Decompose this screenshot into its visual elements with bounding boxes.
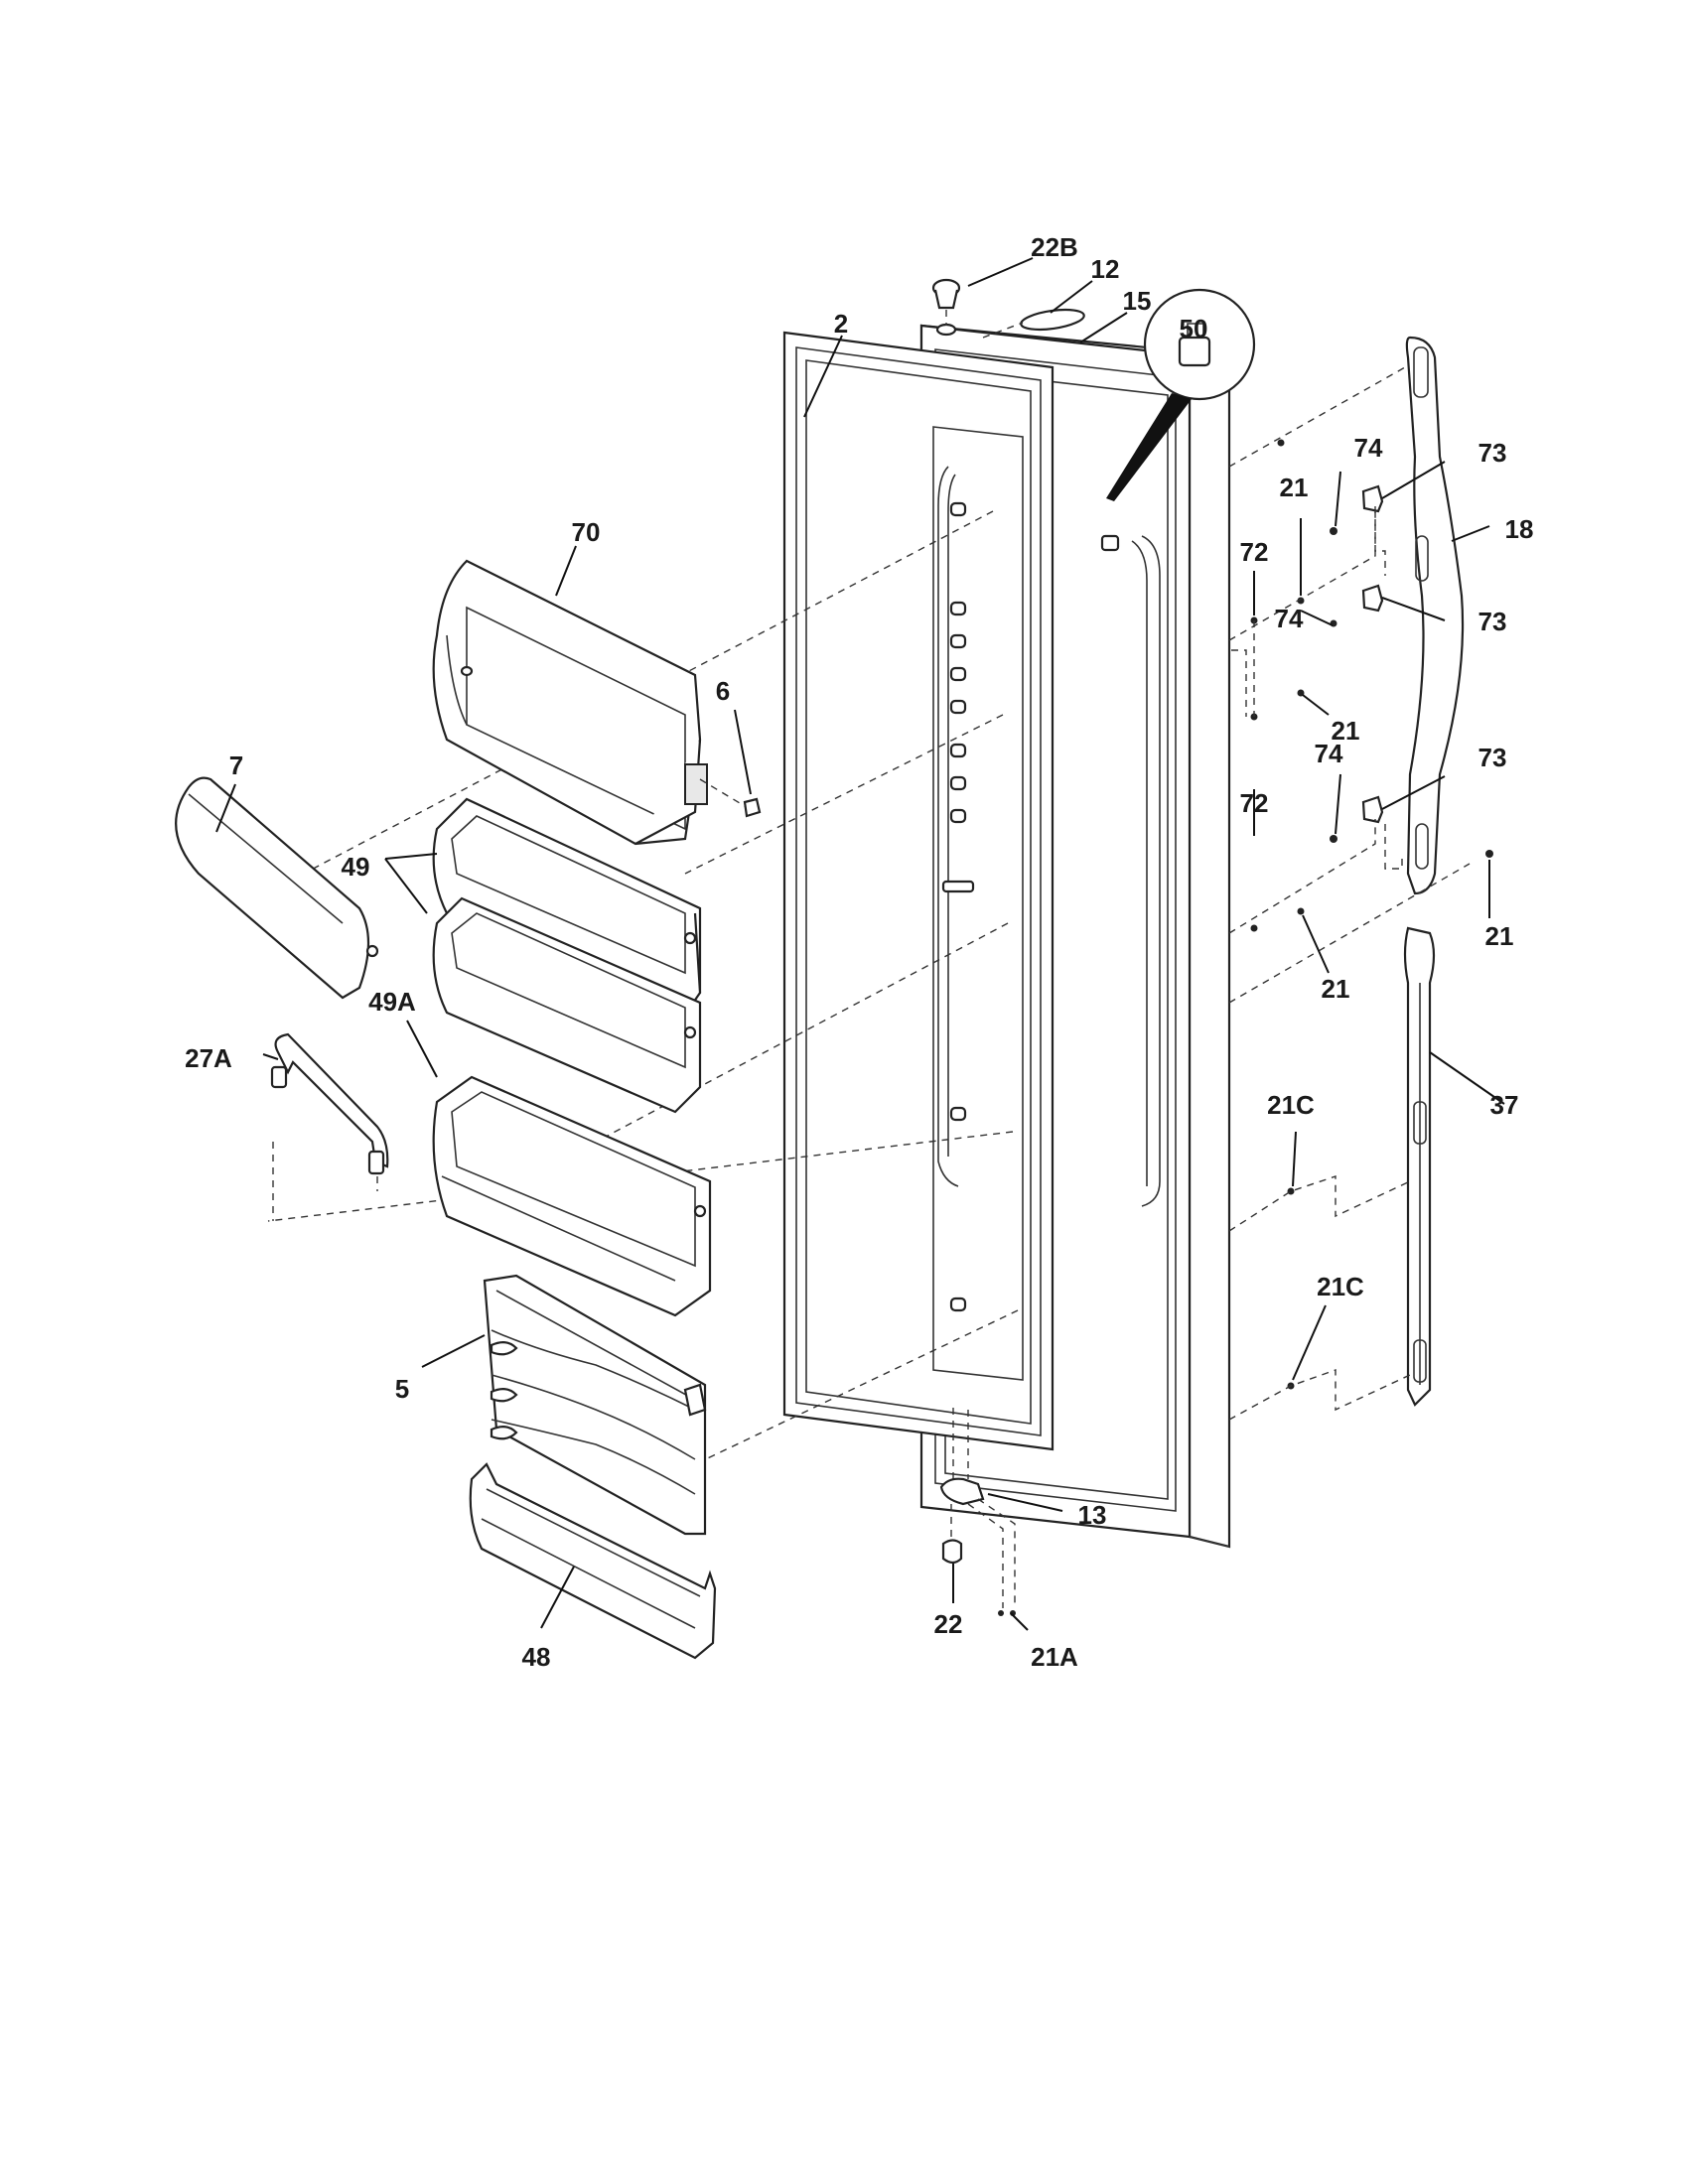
door-handle-18 bbox=[1405, 336, 1465, 895]
detail-callout-50 bbox=[1100, 288, 1256, 552]
label-5: 5 bbox=[395, 1374, 409, 1404]
clip-6 bbox=[699, 778, 762, 818]
label-21c-top: 21C bbox=[1267, 1090, 1315, 1120]
label-74-top: 74 bbox=[1354, 433, 1383, 463]
bottle-rack-5 bbox=[483, 1274, 707, 1536]
part-labels: 22B 12 15 2 50 70 6 7 49 27A 49A 5 48 13… bbox=[185, 232, 1533, 1672]
label-48: 48 bbox=[522, 1642, 551, 1672]
label-6: 6 bbox=[716, 676, 730, 706]
bottom-bin-48 bbox=[469, 1462, 717, 1660]
label-13: 13 bbox=[1078, 1500, 1107, 1530]
dairy-compartment-70 bbox=[432, 559, 708, 846]
door-gasket-liner bbox=[782, 331, 1055, 1451]
bottom-hinge-parts bbox=[939, 1408, 1016, 1608]
label-70: 70 bbox=[572, 517, 601, 547]
dairy-door-7 bbox=[175, 776, 379, 1000]
label-12: 12 bbox=[1091, 254, 1120, 284]
handle-clips-73 bbox=[1361, 484, 1384, 824]
label-21-top: 21 bbox=[1280, 473, 1309, 502]
label-27a: 27A bbox=[185, 1043, 232, 1073]
mounting-dash-lines bbox=[1228, 366, 1471, 1421]
label-37: 37 bbox=[1490, 1090, 1519, 1120]
label-73-mid: 73 bbox=[1478, 607, 1507, 636]
label-7: 7 bbox=[229, 751, 243, 780]
label-22: 22 bbox=[934, 1609, 963, 1639]
label-21c-bot: 21C bbox=[1317, 1272, 1364, 1301]
label-74-bot: 74 bbox=[1315, 739, 1343, 768]
label-73-bot: 73 bbox=[1478, 743, 1507, 772]
bracket-27a bbox=[270, 1032, 389, 1175]
label-2: 2 bbox=[834, 309, 848, 339]
door-bin-49a bbox=[432, 1075, 712, 1317]
label-72-top: 72 bbox=[1240, 537, 1269, 567]
leader-lines bbox=[215, 257, 1505, 1631]
label-18: 18 bbox=[1505, 514, 1534, 544]
label-21-mid: 21 bbox=[1332, 716, 1360, 746]
label-72-bot: 72 bbox=[1240, 788, 1269, 818]
handle-trim-37 bbox=[1403, 926, 1436, 1407]
hinge-cover-12 bbox=[982, 308, 1085, 339]
label-22b: 22B bbox=[1031, 232, 1078, 262]
label-74-mid: 74 bbox=[1275, 604, 1304, 633]
door-bins-49 bbox=[432, 797, 702, 1114]
liner-bumps bbox=[941, 501, 975, 1312]
door-plug-22b bbox=[931, 278, 961, 337]
label-50: 50 bbox=[1180, 314, 1208, 343]
label-21-right: 21 bbox=[1485, 921, 1514, 951]
label-49a: 49A bbox=[368, 987, 416, 1017]
label-49: 49 bbox=[342, 852, 370, 882]
label-15: 15 bbox=[1123, 286, 1152, 316]
label-21a: 21A bbox=[1031, 1642, 1078, 1672]
label-21-bot: 21 bbox=[1322, 974, 1350, 1004]
label-73-top: 73 bbox=[1478, 438, 1507, 468]
